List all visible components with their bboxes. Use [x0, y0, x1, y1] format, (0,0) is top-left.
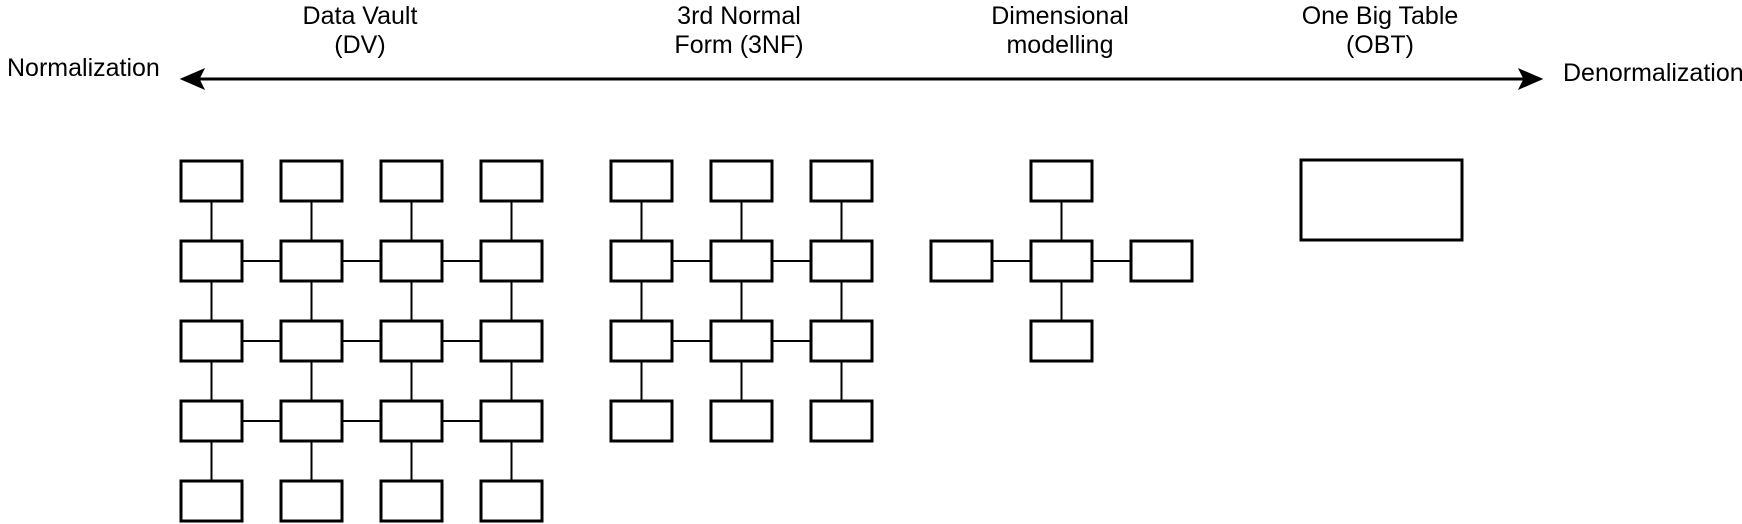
table-box	[179, 319, 244, 363]
one-big-table-label: One Big Table (OBT)	[1302, 2, 1459, 60]
table-box	[279, 159, 344, 203]
label-line: Form (3NF)	[674, 31, 804, 59]
table-box	[279, 319, 344, 363]
label-line: One Big Table	[1301, 2, 1459, 30]
denormalization-label: Denormalization	[1563, 59, 1742, 87]
label-line: Data Vault	[302, 2, 418, 30]
table-box	[379, 319, 444, 363]
dimensional-modelling-label: Dimensional modelling	[991, 2, 1129, 60]
table-box	[709, 239, 774, 283]
table-box	[1029, 319, 1094, 363]
normalization-label: Normalization	[7, 54, 160, 82]
table-box	[279, 399, 344, 443]
table-box	[379, 159, 444, 203]
table-box	[809, 319, 874, 363]
table-box	[609, 159, 674, 203]
table-box	[609, 239, 674, 283]
table-box	[379, 479, 444, 523]
table-box	[479, 479, 544, 523]
arrow-head-left	[179, 67, 206, 91]
table-box	[709, 319, 774, 363]
table-box	[609, 399, 674, 443]
table-box	[479, 319, 544, 363]
arrow-head-right	[1517, 67, 1544, 91]
table-box	[179, 239, 244, 283]
table-box	[1129, 239, 1194, 283]
table-box	[1299, 158, 1464, 242]
table-box	[379, 239, 444, 283]
data-vault-label: Data Vault (DV)	[303, 2, 418, 60]
label-line: modelling	[1006, 31, 1114, 59]
table-box	[1029, 159, 1094, 203]
table-box	[609, 319, 674, 363]
table-box	[809, 399, 874, 443]
label-line: (OBT)	[1345, 31, 1415, 59]
table-box	[479, 399, 544, 443]
table-box	[179, 159, 244, 203]
table-box	[279, 239, 344, 283]
table-box	[379, 399, 444, 443]
table-box	[179, 399, 244, 443]
third-normal-form-label: 3rd Normal Form (3NF)	[674, 2, 803, 60]
table-box	[709, 399, 774, 443]
table-box	[479, 239, 544, 283]
table-box	[709, 159, 774, 203]
table-box	[179, 479, 244, 523]
table-box	[479, 159, 544, 203]
label-line: Dimensional	[991, 2, 1129, 30]
table-box	[809, 239, 874, 283]
label-line: (DV)	[334, 31, 386, 59]
table-box	[809, 159, 874, 203]
table-box	[279, 479, 344, 523]
table-box	[1029, 239, 1094, 283]
table-box	[929, 239, 994, 283]
label-line: 3rd Normal	[677, 2, 801, 30]
